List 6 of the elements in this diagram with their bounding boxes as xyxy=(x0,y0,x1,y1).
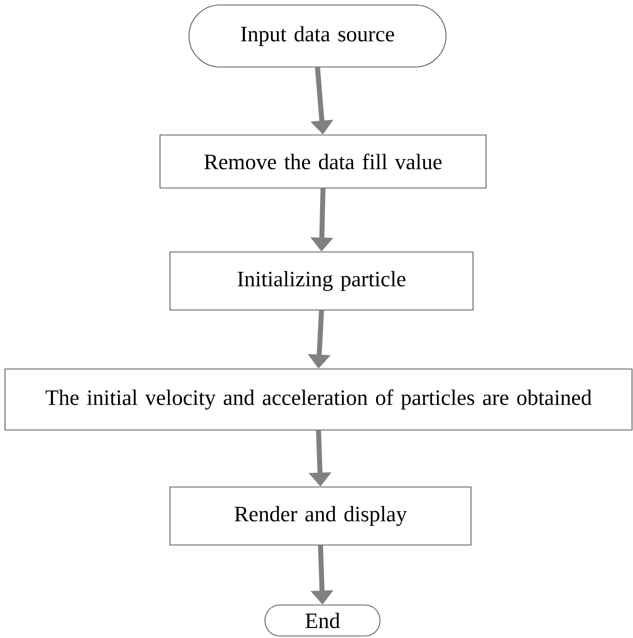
process-box: Initializing particle xyxy=(170,252,474,310)
process-box: The initial velocity and acceleration of particles are obtained xyxy=(4,368,632,430)
terminal-box: Input data source xyxy=(188,4,446,68)
terminal-box: End xyxy=(264,604,380,636)
process-box: Remove the data fill value xyxy=(160,134,486,188)
process-box: Render and display xyxy=(170,486,472,546)
